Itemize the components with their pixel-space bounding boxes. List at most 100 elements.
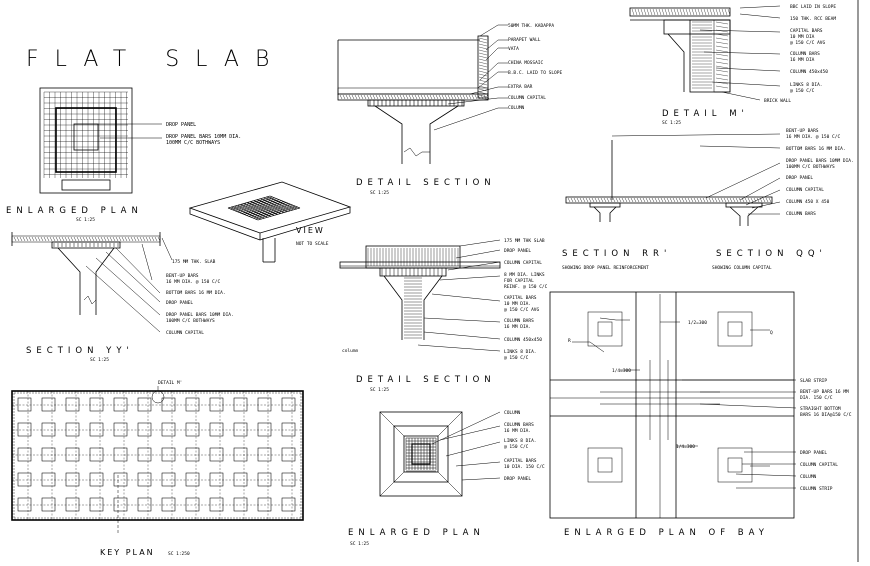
label: COLUMN <box>508 105 525 111</box>
section-rr-qq: BENT-UP BARS 16 MM DIA. @ 150 C/C BOTTOM… <box>562 128 854 271</box>
label: @ 150 C/C <box>504 355 529 361</box>
label: 50MM THK. KADAPPA <box>508 23 554 29</box>
label: CAPITAL BARS <box>504 295 537 301</box>
label: COLUMN <box>800 474 817 480</box>
key-plan: DETAIL M' KEY PLAN SC 1:250 <box>11 380 304 557</box>
section-title: SECTION RR' <box>562 249 671 259</box>
label: DROP PANEL <box>786 175 813 181</box>
detail-m: BBC LAID IN SLOPE 150 THK. RCC BEAM CAPI… <box>629 4 836 126</box>
label: 10 DIA. 150 C/C <box>504 464 545 470</box>
label: BOTTOM BARS 16 MM DIA. <box>166 290 226 296</box>
label: LINKS 8 DIA. <box>790 82 823 88</box>
label: 16 MM DIA. @ 150 C/C <box>166 279 220 285</box>
label: COLUMN 450x450 <box>790 69 828 75</box>
section-title: DETAIL SECTION <box>356 178 496 188</box>
label: COLUMN CAPITAL <box>504 260 542 266</box>
label: LINKS 8 DIA. <box>504 349 537 355</box>
dim-label: 1/4=300 <box>612 368 631 374</box>
detail-section-2: 175 MM THK SLAB DROP PANEL COLUMN CAPITA… <box>339 238 548 393</box>
isometric-view: VIEW NOT TO SCALE <box>188 181 352 263</box>
label: COLUMN BARS <box>790 51 820 57</box>
scale-label: SC 1:25 <box>662 120 681 126</box>
section-mark: Q <box>770 330 773 336</box>
detail-callout: DETAIL M' <box>158 380 182 386</box>
label: BENT-UP BARS 16 MM <box>800 389 849 395</box>
section-title: ENLARGED PLAN OF BAY <box>564 528 769 538</box>
subtitle: SHOWING DROP PANEL REINFORCEMENT <box>562 265 649 271</box>
enlarged-plan-2: COLUMN COLUMN BARS 16 MM DIA. LINKS 8 DI… <box>348 410 545 547</box>
label: B.B.C. LAID TO SLOPE <box>508 70 562 76</box>
scale-label: SC 1:25 <box>350 541 369 547</box>
label: COLUMN 450 X 450 <box>786 199 830 205</box>
label: DROP PANEL <box>166 122 196 128</box>
label: @ 150 C/C <box>790 88 815 94</box>
label: 175 MM THK. SLAB <box>172 259 216 265</box>
dim-label: 1/2=300 <box>688 320 707 326</box>
label: 16 MM DIA. <box>504 428 531 434</box>
label: STRAIGHT BOTTOM <box>800 406 841 412</box>
label: EXTRA BAR <box>508 84 533 90</box>
scale-label: SC 1:25 <box>90 357 109 363</box>
label: 100MM C/C BOTHWAYS <box>166 140 220 146</box>
label: COLUMN <box>504 410 521 416</box>
label: SLAB STRIP <box>800 378 827 384</box>
scale-label: SC 1:250 <box>168 551 190 557</box>
column-label: column <box>342 348 359 354</box>
label: COLUMN STRIP <box>800 486 833 492</box>
label: DROP PANEL <box>166 300 193 306</box>
label: DROP PANEL <box>800 450 827 456</box>
label: BBC LAID IN SLOPE <box>790 4 836 10</box>
label: CAPITAL BARS <box>790 28 823 34</box>
label: DROP PANEL <box>504 476 531 482</box>
scale-label: SC 1:25 <box>370 387 389 393</box>
label: COLUMN 450x450 <box>504 337 542 343</box>
label: CHINA MOSSAIC <box>508 60 544 66</box>
label: BENT-UP BARS <box>786 128 819 134</box>
label: DROP PANEL <box>504 248 531 254</box>
label: DROP PANEL BARS 10MM DIA. <box>166 312 234 318</box>
label: REINF. @ 150 C/C <box>504 284 548 290</box>
label: 100MM C/C BOTHWAYS <box>786 164 835 170</box>
label: COLUMN CAPITAL <box>786 187 824 193</box>
label: 10 MM DIA <box>790 34 815 40</box>
label: @ 150 C/C AVG <box>504 307 540 313</box>
section-title: KEY PLAN <box>100 548 155 557</box>
section-title: ENLARGED PLAN <box>6 206 143 216</box>
label: PARAPET WALL <box>508 37 541 43</box>
label: 16 MM DIA <box>790 57 815 63</box>
dim-label: 1/4=300 <box>676 444 695 450</box>
label: COLUMN CAPITAL <box>166 330 204 336</box>
section-mark: R <box>568 338 571 344</box>
section-title: SECTION YY' <box>26 346 134 356</box>
view-title: VIEW <box>296 226 325 235</box>
label: BRICK WALL <box>764 98 791 104</box>
label: CAPITAL BARS <box>504 458 537 464</box>
label: BARS 16 DIA@150 C/C <box>800 412 852 418</box>
label: 16 MM DIA. <box>504 324 531 330</box>
subtitle: SHOWING COLUMN CAPITAL <box>712 265 772 271</box>
drawing-title: FLAT SLAB <box>26 47 285 72</box>
view-note: NOT TO SCALE <box>296 241 329 247</box>
section-title: DETAIL SECTION <box>356 375 496 385</box>
label: @ 150 C/C AVG <box>790 40 826 46</box>
section-title: ENLARGED PLAN <box>348 528 485 538</box>
label: 8 MM DIA. LINKS <box>504 272 545 278</box>
label: COLUMN CAPITAL <box>508 95 546 101</box>
enlarged-plan-top-left: DROP PANEL DROP PANEL BARS 10MM DIA. 100… <box>6 87 241 223</box>
label: DIA. 150 C/C <box>800 395 833 401</box>
label: COLUMN BARS <box>504 422 534 428</box>
label: 100MM C/C BOTHWAYS <box>166 318 215 324</box>
enlarged-plan-of-bay: 1/2=300 1/4=300 1/4=300 R Q SLAB STRIP B… <box>549 291 852 538</box>
scale-label: SC 1:25 <box>370 190 389 196</box>
label: 150 THK. RCC BEAM <box>790 16 836 22</box>
section-yy: 175 MM THK. SLAB BENT-UP BARS 16 MM DIA.… <box>11 232 234 363</box>
label: @ 150 C/C <box>504 444 529 450</box>
label: VATA <box>508 46 519 52</box>
label: FOR CAPITAL <box>504 278 534 284</box>
section-title: SECTION QQ' <box>716 249 827 259</box>
label: DROP PANEL BARS 10MM DIA. <box>786 158 854 164</box>
label: BOTTOM BARS 16 MM DIA. <box>786 146 846 152</box>
label: COLUMN BARS <box>504 318 534 324</box>
